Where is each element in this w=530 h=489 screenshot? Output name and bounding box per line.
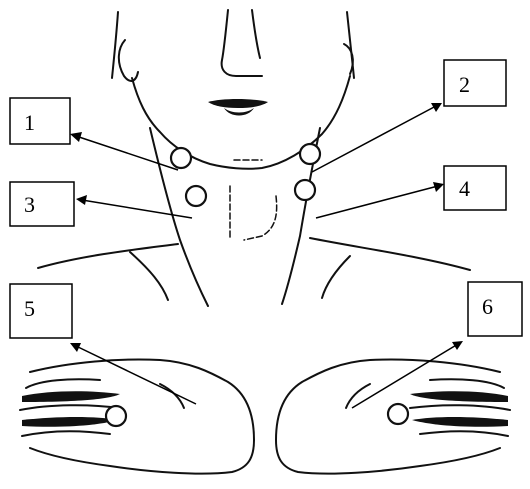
node-left-upper	[171, 148, 191, 168]
label-box-1: 1	[10, 98, 70, 144]
label-box-3: 3	[10, 182, 74, 226]
label-box-2: 2	[444, 60, 506, 106]
label-box-5: 5	[10, 284, 72, 338]
arrow-1	[76, 136, 178, 170]
node-right-upper	[300, 144, 320, 164]
label-4-text: 4	[459, 176, 470, 201]
node-left-hand	[106, 406, 126, 426]
node-right-lower	[295, 180, 315, 200]
node-left-lower	[186, 186, 206, 206]
left-hand-sketch	[20, 360, 254, 474]
label-box-6: 6	[468, 282, 522, 336]
head-neck-sketch	[38, 10, 470, 306]
label-6-text: 6	[482, 294, 493, 319]
arrow-2	[312, 106, 436, 172]
right-hand-sketch	[276, 360, 510, 474]
label-box-4: 4	[444, 166, 506, 210]
arrow-3	[82, 200, 192, 218]
label-5-text: 5	[24, 296, 35, 321]
label-3-text: 3	[24, 192, 35, 217]
label-1-text: 1	[24, 110, 35, 135]
label-2-text: 2	[459, 72, 470, 97]
node-right-hand	[388, 404, 408, 424]
arrow-4	[316, 186, 438, 218]
